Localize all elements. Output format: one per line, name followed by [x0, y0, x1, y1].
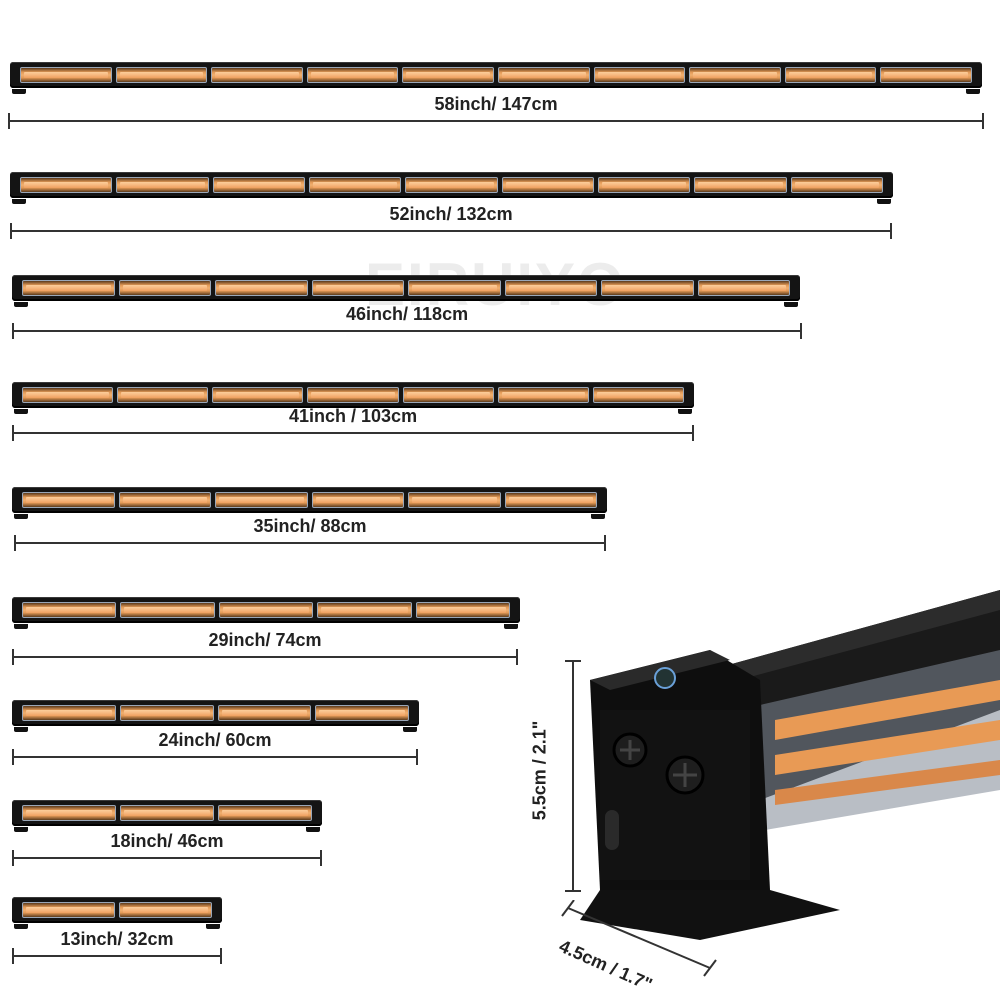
- led-module: [211, 67, 303, 83]
- led-module: [402, 67, 494, 83]
- light-bar-6: [12, 597, 520, 629]
- length-label: 52inch/ 132cm: [389, 204, 513, 224]
- led-module: [22, 902, 115, 918]
- led-module: [212, 177, 305, 193]
- led-module: [22, 705, 116, 721]
- led-module: [597, 177, 691, 193]
- length-dimension-line: [12, 850, 322, 866]
- light-bar-8: [12, 800, 322, 832]
- led-module: [20, 67, 112, 83]
- led-module: [497, 387, 589, 403]
- length-label: 13inch/ 32cm: [60, 929, 174, 949]
- led-module: [215, 492, 308, 508]
- led-module: [117, 387, 209, 403]
- length-dimension-line: [12, 948, 222, 964]
- led-module: [119, 705, 214, 721]
- led-module: [497, 67, 590, 83]
- led-module: [405, 177, 498, 193]
- led-module: [402, 387, 494, 403]
- led-module: [315, 705, 409, 721]
- led-module: [311, 492, 404, 508]
- led-module: [697, 280, 790, 296]
- led-module: [689, 67, 781, 83]
- led-module: [311, 280, 404, 296]
- led-module: [118, 280, 211, 296]
- length-dimension-line: [14, 535, 606, 551]
- led-module: [592, 387, 684, 403]
- light-bar-2: [10, 172, 893, 204]
- led-module: [22, 387, 114, 403]
- led-module: [880, 67, 972, 83]
- led-module: [218, 602, 314, 618]
- led-module: [601, 280, 694, 296]
- led-module: [504, 280, 597, 296]
- led-module: [22, 492, 115, 508]
- led-module: [115, 67, 208, 83]
- length-label: 41inch / 103cm: [289, 406, 418, 426]
- length-dimension-line: [12, 749, 418, 765]
- length-label: 35inch/ 88cm: [253, 516, 367, 536]
- length-dimension-line: [12, 323, 802, 339]
- led-module: [20, 177, 113, 193]
- led-module: [22, 805, 116, 821]
- led-module: [215, 280, 308, 296]
- led-module: [116, 177, 209, 193]
- led-module: [317, 602, 412, 618]
- led-module: [22, 602, 117, 618]
- led-module: [408, 280, 501, 296]
- led-module: [119, 902, 212, 918]
- length-label: 24inch/ 60cm: [158, 730, 272, 750]
- led-module: [784, 67, 877, 83]
- led-module: [308, 177, 402, 193]
- height-dimension-line: [565, 660, 581, 892]
- length-dimension-line: [12, 425, 694, 441]
- light-bar-7: [12, 700, 419, 732]
- length-dimension-line: [8, 113, 984, 129]
- led-module: [504, 492, 597, 508]
- length-dimension-line: [12, 649, 518, 665]
- led-module: [415, 602, 511, 618]
- led-module: [118, 492, 211, 508]
- led-module: [593, 67, 686, 83]
- led-module: [501, 177, 594, 193]
- light-bar-5: [12, 487, 607, 519]
- depth-dimension-line: [561, 900, 717, 977]
- led-module: [120, 805, 214, 821]
- led-module: [212, 387, 304, 403]
- led-module: [408, 492, 501, 508]
- light-bar-4: [12, 382, 694, 414]
- led-module: [218, 805, 312, 821]
- light-bar-1: [10, 62, 982, 94]
- closeup-image: [580, 590, 1000, 940]
- length-dimension-line: [10, 223, 892, 239]
- length-label: 46inch/ 118cm: [346, 304, 469, 324]
- height-label: 5.5cm / 2.1": [529, 720, 550, 821]
- led-module: [694, 177, 787, 193]
- led-module: [22, 280, 115, 296]
- led-module: [306, 67, 399, 83]
- length-label: 58inch/ 147cm: [434, 94, 558, 114]
- led-module: [120, 602, 215, 618]
- length-label: 18inch/ 46cm: [110, 831, 224, 851]
- length-label: 29inch/ 74cm: [208, 630, 322, 650]
- light-bar-9: [12, 897, 222, 929]
- light-bar-3: [12, 275, 800, 307]
- led-module: [307, 387, 399, 403]
- led-module: [217, 705, 312, 721]
- led-module: [790, 177, 883, 193]
